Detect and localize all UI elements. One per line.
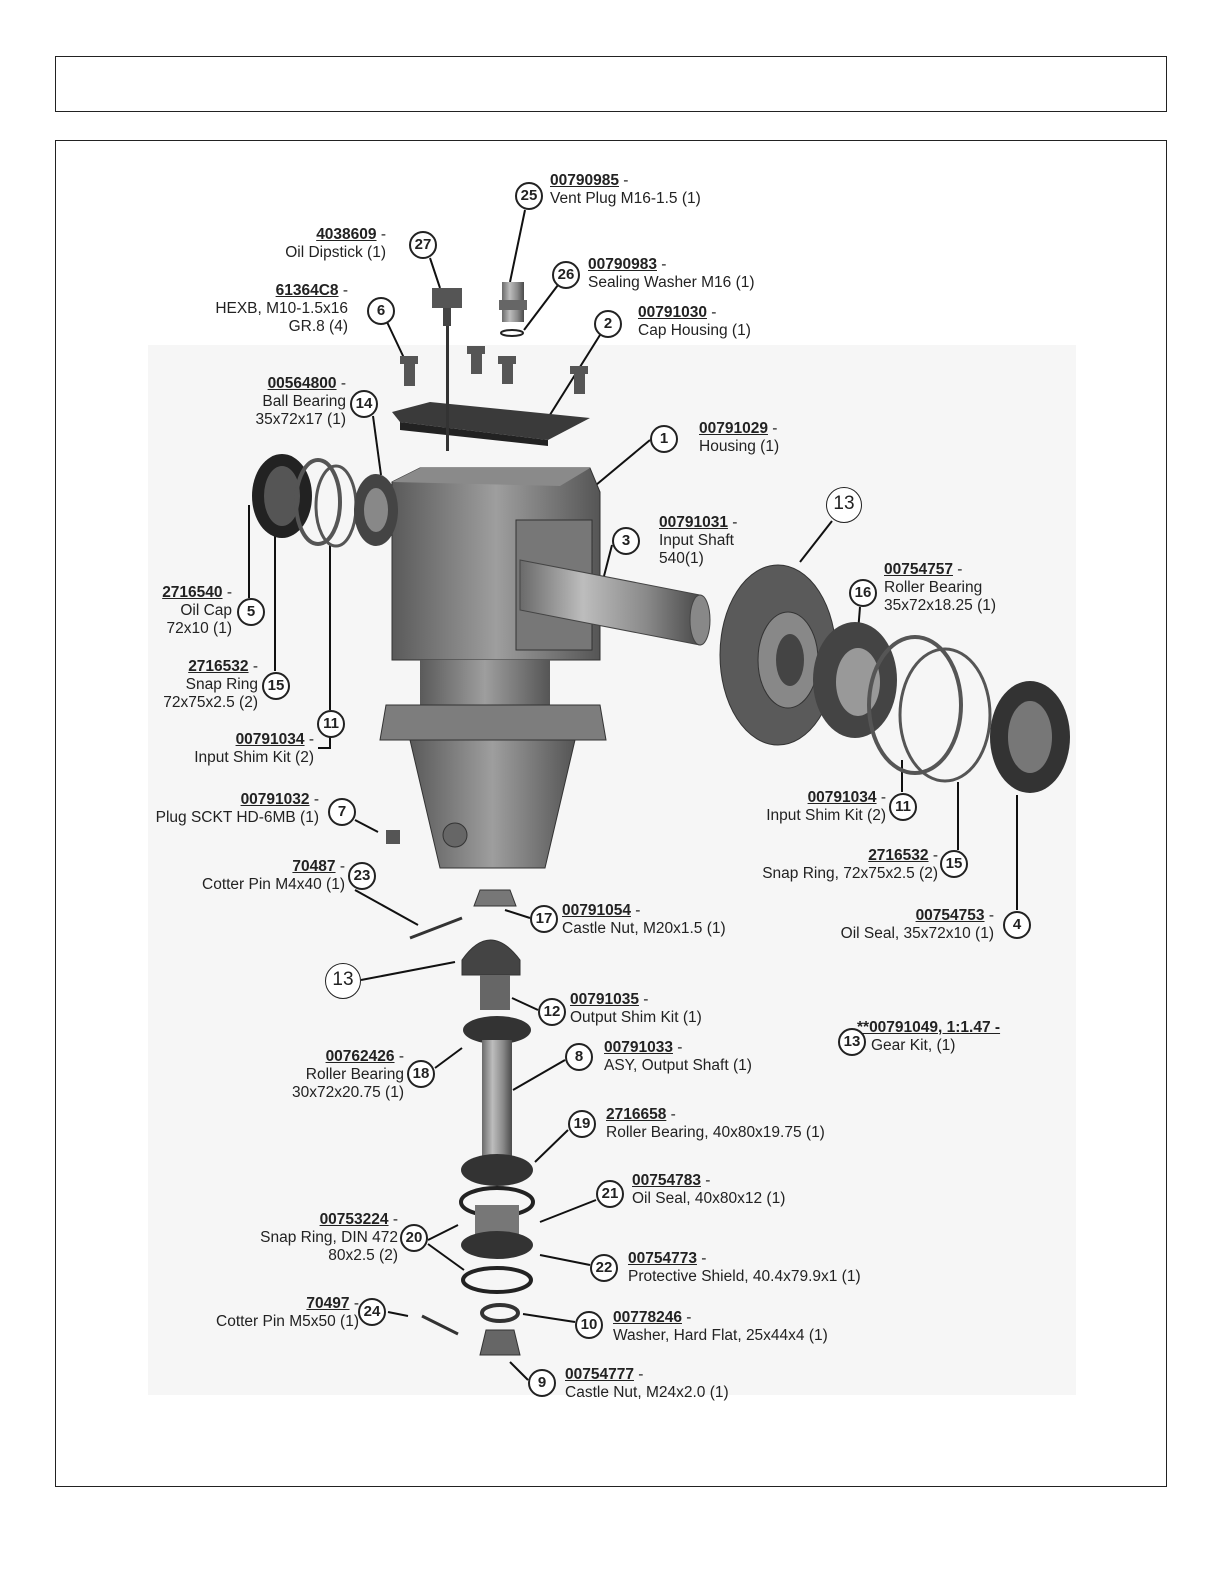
input-gear-art — [719, 564, 837, 746]
balloon-24: 24 — [358, 1298, 386, 1326]
label-oil-seal-4: 00754753 -Oil Seal, 35x72x10 (1) — [840, 907, 994, 942]
balloon-15-left: 15 — [262, 672, 290, 700]
label-cotter-pin-24: 70497 -Cotter Pin M5x50 (1) — [216, 1295, 359, 1330]
balloon-10: 10 — [575, 1311, 603, 1339]
vent-plug-art — [499, 282, 527, 337]
balloon-11-right: 11 — [889, 793, 917, 821]
label-protective-shield: 00754773 -Protective Shield, 40.4x79.9x1… — [628, 1250, 861, 1285]
balloon-9: 9 — [528, 1369, 556, 1397]
plug-art — [386, 830, 400, 844]
balloon-16: 16 — [849, 579, 877, 607]
balloon-13-output-gear: 13 — [325, 963, 361, 999]
balloon-11-left: 11 — [317, 710, 345, 738]
label-roller-bearing-19: 2716658 -Roller Bearing, 40x80x19.75 (1) — [606, 1106, 825, 1141]
label-output-shaft: 00791033 -ASY, Output Shaft (1) — [604, 1039, 752, 1074]
label-sealing-washer: 00790983 -Sealing Washer M16 (1) — [588, 256, 755, 291]
output-assembly-art — [459, 889, 535, 1356]
label-snap-ring-right: 2716532 -Snap Ring, 72x75x2.5 (2) — [762, 847, 938, 882]
label-output-shim: 00791035 -Output Shim Kit (1) — [570, 991, 702, 1026]
balloon-1: 1 — [650, 425, 678, 453]
balloon-8: 8 — [565, 1043, 593, 1071]
label-housing: 00791029 -Housing (1) — [699, 420, 780, 455]
balloon-13-gear: 13 — [826, 487, 862, 523]
label-plug: 00791032 -Plug SCKT HD-6MB (1) — [155, 791, 319, 826]
cap-housing-art — [392, 402, 590, 446]
balloon-4: 4 — [1003, 911, 1031, 939]
cap-bolts-art — [400, 346, 588, 394]
balloon-25: 25 — [515, 182, 543, 210]
balloon-6: 6 — [367, 297, 395, 325]
cotter-pin-23-art — [409, 916, 463, 940]
balloon-13-kit: 13 — [838, 1028, 866, 1056]
balloon-26: 26 — [552, 261, 580, 289]
balloon-15-right: 15 — [940, 850, 968, 878]
label-oil-dipstick: 4038609 -Oil Dipstick (1) — [285, 226, 386, 261]
balloon-5: 5 — [237, 598, 265, 626]
label-input-shim-right: 00791034 -Input Shim Kit (2) — [766, 789, 886, 824]
left-stack-art — [252, 454, 398, 548]
balloon-22: 22 — [590, 1254, 618, 1282]
header-frame — [55, 56, 1167, 112]
label-hard-flat-washer: 00778246 -Washer, Hard Flat, 25x44x4 (1) — [613, 1309, 828, 1344]
balloon-18: 18 — [407, 1060, 435, 1088]
label-cotter-pin-23: 70487 -Cotter Pin M4x40 (1) — [202, 858, 345, 893]
balloon-2: 2 — [594, 310, 622, 338]
balloon-14: 14 — [350, 390, 378, 418]
balloon-27: 27 — [409, 231, 437, 259]
balloon-7: 7 — [328, 798, 356, 826]
balloon-23: 23 — [348, 862, 376, 890]
label-vent-plug: 00790985 -Vent Plug M16-1.5 (1) — [550, 172, 701, 207]
balloon-20: 20 — [400, 1224, 428, 1252]
balloon-12: 12 — [538, 998, 566, 1026]
diagram-frame — [55, 140, 1167, 1487]
dipstick-art — [432, 288, 462, 451]
label-castle-nut-9: 00754777 -Castle Nut, M24x2.0 (1) — [565, 1366, 729, 1401]
label-oil-seal-21: 00754783 -Oil Seal, 40x80x12 (1) — [632, 1172, 786, 1207]
right-stack-art — [813, 622, 1070, 793]
input-shaft-art — [519, 559, 711, 646]
cotter-pin-24-art — [421, 1314, 459, 1336]
label-gear-kit: **00791049, 1:1.47 -Gear Kit, (1) — [857, 1019, 1001, 1054]
label-cap-housing: 00791030 -Cap Housing (1) — [638, 304, 751, 339]
balloon-19: 19 — [568, 1110, 596, 1138]
balloon-3: 3 — [612, 527, 640, 555]
balloon-21: 21 — [596, 1180, 624, 1208]
balloon-17: 17 — [530, 905, 558, 933]
label-castle-nut-17: 00791054 -Castle Nut, M20x1.5 (1) — [562, 902, 726, 937]
label-input-shim-left: 00791034 -Input Shim Kit (2) — [194, 731, 314, 766]
